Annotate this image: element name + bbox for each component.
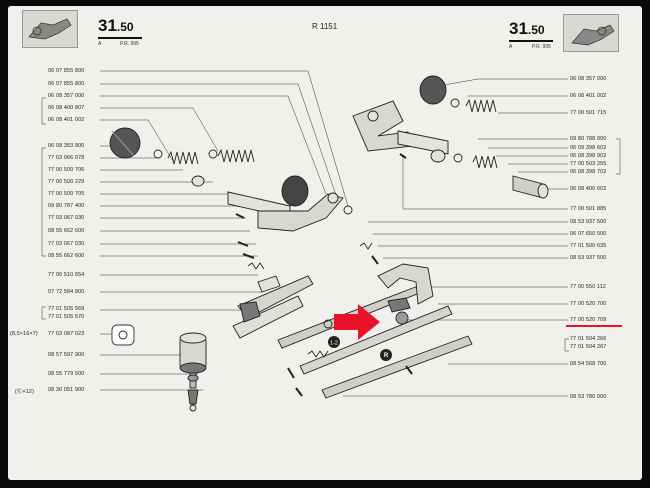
rod-mark-1-2: 1-2 bbox=[330, 341, 338, 347]
exploded-gearbox-drawing: 1-2 R bbox=[41, 70, 622, 412]
rod-mark-1-2-circle bbox=[328, 336, 340, 348]
right-pr: P.R. 995 bbox=[532, 44, 551, 50]
part-number-right-05: 06 09 398 602 bbox=[570, 145, 607, 151]
part-number-left-09: 77 00 500 229 bbox=[48, 179, 85, 185]
part-number-right-17: 77 00 520 709 bbox=[570, 317, 607, 323]
part-number-right-13: 77 01 500 635 bbox=[570, 243, 607, 249]
part-number-left-04: 06 08 400 807 bbox=[48, 105, 85, 111]
rod-markings bbox=[328, 336, 392, 361]
part-number-right-09: 06 08 400 602 bbox=[570, 186, 607, 192]
part-number-left-13: 08 55 662 600 bbox=[48, 228, 85, 234]
reference-code: R 1151 bbox=[312, 22, 338, 31]
left-pr: P.R. 995 bbox=[120, 41, 139, 47]
section-underline-left bbox=[98, 37, 142, 39]
part-number-left-05: 06 08 401 002 bbox=[48, 117, 85, 123]
part-number-right-18: 77 01 504 266 bbox=[570, 336, 607, 342]
part-number-left-11: 09 80 787 400 bbox=[48, 203, 85, 209]
gearbox-thumbnail-right bbox=[563, 14, 619, 52]
part-number-left-22: 08 55 779 500 bbox=[48, 371, 85, 377]
parts-diagram-sheet: 31.50 A P.R. 995 R 1151 31.50 A P.R. 995… bbox=[8, 6, 642, 480]
part-number-right-11: 08 53 937 500 bbox=[570, 219, 607, 225]
part-number-right-06: 06 08 398 902 bbox=[570, 153, 607, 159]
left-a-mark: A bbox=[98, 41, 102, 47]
part-number-right-16: 77 00 520 700 bbox=[570, 301, 607, 307]
part-number-prefix-nut: (Ⓒ×12) bbox=[15, 389, 35, 395]
part-number-right-12: 06 07 650 500 bbox=[570, 231, 607, 237]
part-number-right-01: 06 08 357 000 bbox=[570, 76, 607, 82]
left-shift-assembly bbox=[109, 127, 473, 412]
part-number-right-07: 77 00 503 255 bbox=[570, 161, 607, 167]
part-number-right-10: 77 00 501 885 bbox=[570, 206, 607, 212]
part-number-left-01: 06 07 855 800 bbox=[48, 68, 85, 74]
part-number-left-18: 77 01 505 569 bbox=[48, 306, 85, 312]
part-number-left-02: 06 07 855 800 bbox=[48, 81, 85, 87]
part-number-left-16: 77 00 510 654 bbox=[48, 272, 85, 278]
part-number-left-19: 77 01 505 570 bbox=[48, 314, 85, 320]
part-number-right-04: 09 80 788 000 bbox=[570, 136, 607, 142]
gearbox-thumbnail-left bbox=[22, 10, 78, 48]
part-number-left-14: 77 03 067 030 bbox=[48, 241, 85, 247]
section-underline-right bbox=[509, 40, 553, 42]
part-number-left-12: 77 03 067 030 bbox=[48, 215, 85, 221]
part-number-right-14: 08 53 937 500 bbox=[570, 255, 607, 261]
part-number-right-08: 06 08 398 702 bbox=[570, 169, 607, 175]
highlight-underline bbox=[566, 325, 622, 327]
part-number-right-21: 08 53 780 000 bbox=[570, 394, 607, 400]
part-number-left-07: 77 03 066 078 bbox=[48, 155, 85, 161]
part-number-left-17: 07 72 584 800 bbox=[48, 289, 85, 295]
section-number-left: 31.50 bbox=[98, 16, 134, 35]
part-number-left-20: 77 03 087 023 bbox=[48, 331, 85, 337]
part-number-left-08: 77 00 500 706 bbox=[48, 167, 85, 173]
part-number-right-02: 06 08 401 002 bbox=[570, 93, 607, 99]
rod-mark-r: R bbox=[384, 353, 389, 359]
part-number-left-15: 08 55 662 600 bbox=[48, 253, 85, 259]
part-number-right-15: 77 00 550 112 bbox=[570, 284, 607, 290]
rod-mark-r-circle bbox=[380, 349, 392, 361]
part-number-left-23: 08 30 051 900 bbox=[48, 387, 85, 393]
part-number-right-20: 08 54 568 700 bbox=[570, 361, 607, 367]
right-a-mark: A bbox=[509, 44, 513, 50]
leader-lines bbox=[41, 70, 621, 397]
highlight-arrow-icon bbox=[334, 304, 380, 340]
part-number-right-03: 77 00 501 715 bbox=[570, 110, 607, 116]
part-number-left-10: 77 00 500 705 bbox=[48, 191, 85, 197]
part-number-right-19: 77 01 504 267 bbox=[570, 344, 607, 350]
part-number-prefix-washer: (8,5×16×7) bbox=[10, 331, 38, 337]
right-shift-assembly bbox=[352, 75, 549, 375]
section-number-right: 31.50 bbox=[509, 19, 545, 38]
part-number-left-21: 08 57 597 900 bbox=[48, 352, 85, 358]
part-number-left-03: 06 08 357 000 bbox=[48, 93, 85, 99]
part-number-left-06: 06 08 353 800 bbox=[48, 143, 85, 149]
